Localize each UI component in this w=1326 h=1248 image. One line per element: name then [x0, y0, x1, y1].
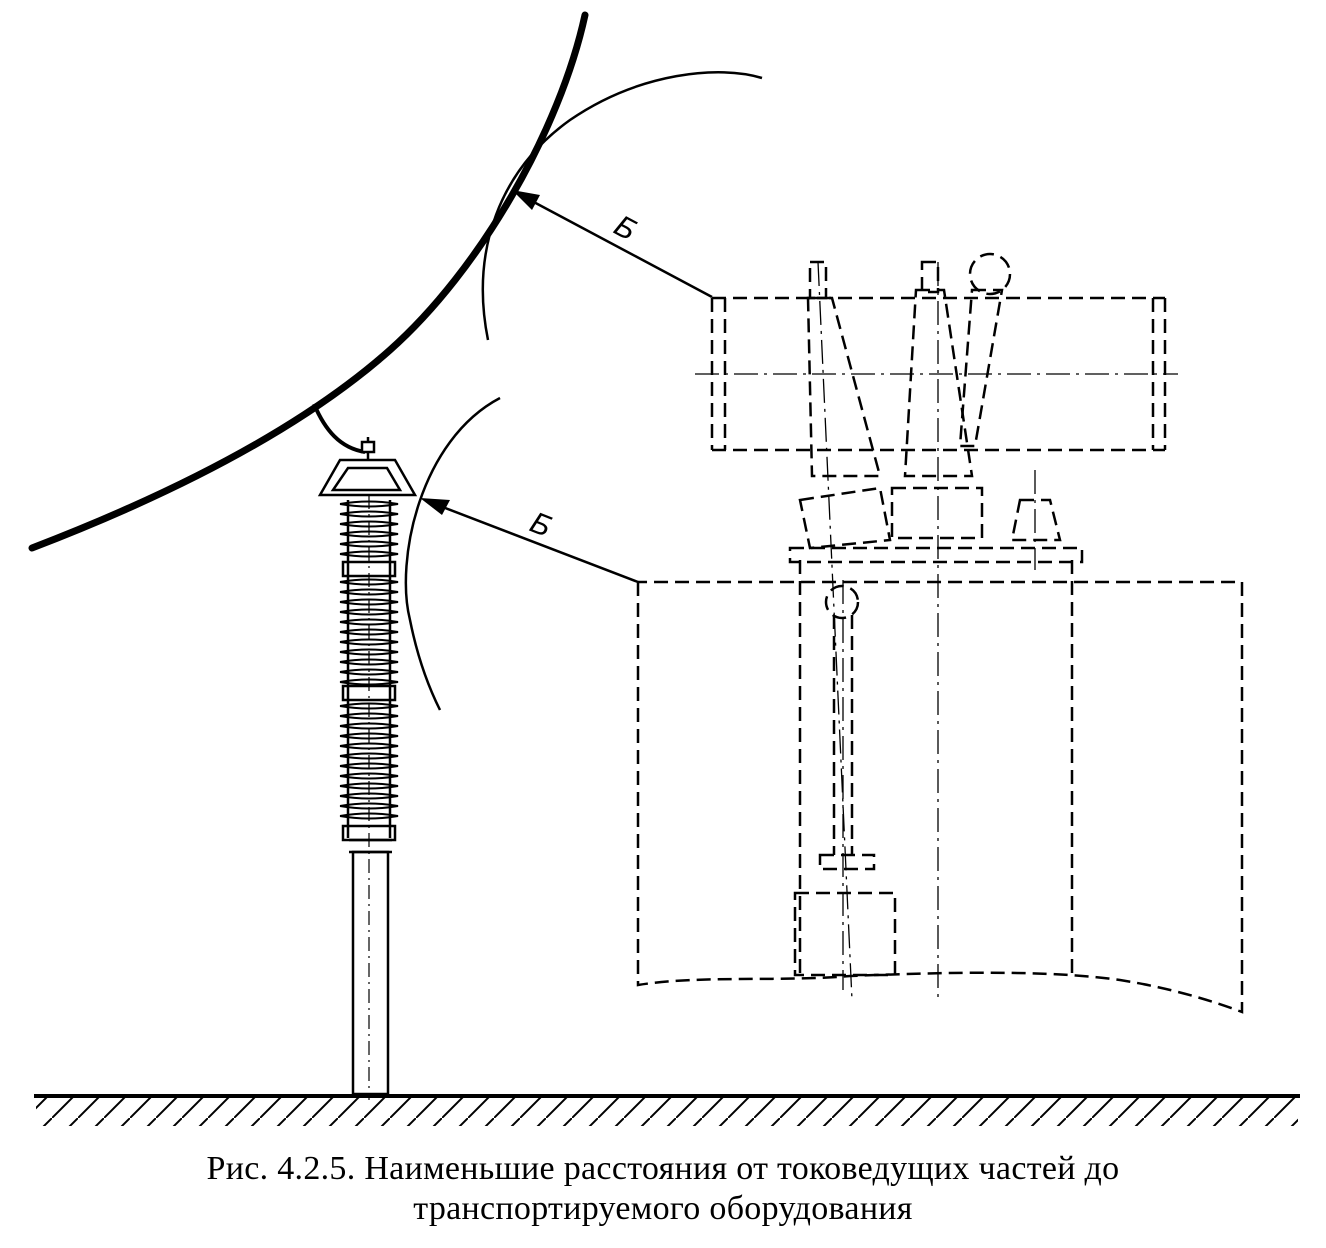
insulator-sheds	[339, 500, 399, 820]
insulator-shed	[339, 530, 399, 538]
upper-clearance-arc	[481, 71, 763, 341]
insulator-shed	[339, 628, 399, 636]
upper-distance-label: Б	[609, 209, 642, 247]
insulator-shed	[339, 802, 399, 810]
insulator-shed	[339, 702, 399, 710]
insulator-shed	[339, 678, 399, 686]
insulator-shed	[339, 792, 399, 800]
upper-distance-arrow	[512, 190, 713, 299]
insulator-shed	[339, 782, 399, 790]
insulator-shed	[339, 608, 399, 616]
lower-distance-arrow	[420, 498, 639, 584]
insulator-shed	[339, 812, 399, 820]
figure-caption-line-1: Рис. 4.2.5. Наименьшие расстояния от ток…	[206, 1150, 1120, 1187]
insulator-shed	[339, 520, 399, 528]
insulator-shed	[339, 540, 399, 548]
insulator-shed	[339, 742, 399, 750]
insulator-shed	[339, 762, 399, 770]
insulator-shed	[339, 648, 399, 656]
ground	[34, 1094, 1300, 1126]
insulator-shed	[339, 638, 399, 646]
overhead-conductor-arc	[28, 11, 589, 552]
insulator-shed	[339, 772, 399, 780]
insulator-shed	[339, 712, 399, 720]
insulator-shed	[339, 578, 399, 586]
insulator-shed	[339, 598, 399, 606]
lower-distance-label: Б	[525, 506, 555, 544]
insulator-shed	[339, 658, 399, 666]
insulator-shed	[339, 752, 399, 760]
insulator-shed	[339, 668, 399, 676]
center-lines	[695, 261, 1178, 1002]
insulator-shed	[339, 732, 399, 740]
post-insulator	[317, 437, 418, 1100]
insulator-shed	[339, 550, 399, 558]
transported-transformer	[636, 252, 1244, 1014]
insulator-shed	[339, 500, 399, 508]
insulator-shed	[339, 510, 399, 518]
insulator-shed	[339, 618, 399, 626]
figure-caption-line-2: транспортируемого оборудования	[413, 1190, 913, 1227]
drop-wire	[312, 403, 366, 454]
insulator-shed	[339, 722, 399, 730]
lower-clearance-arc	[404, 396, 501, 711]
insulator-shed	[339, 588, 399, 596]
